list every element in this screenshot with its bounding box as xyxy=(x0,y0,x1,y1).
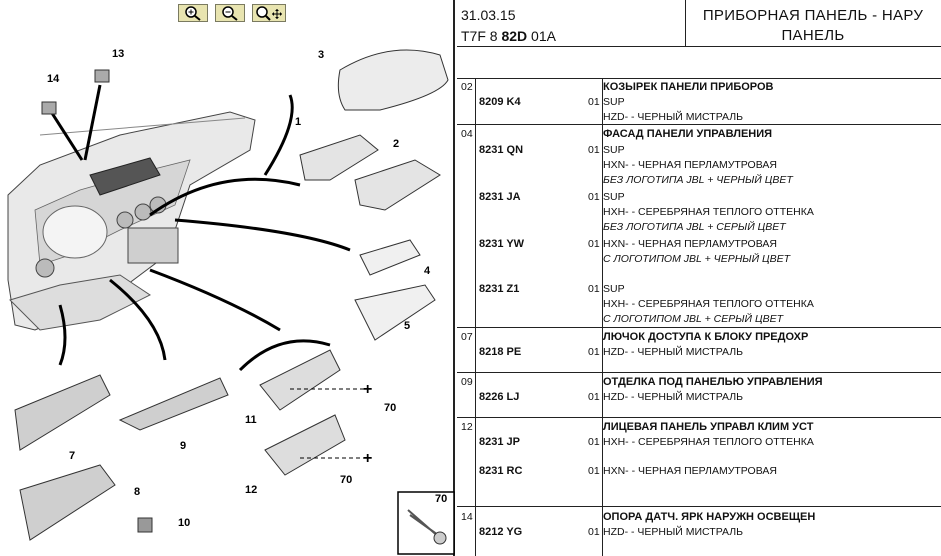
part-qty: 01 xyxy=(588,238,600,250)
part-number[interactable]: 8231 YW xyxy=(479,238,525,250)
parts-list-panel: 31.03.15 T7F 8 82D 01A ПРИБОРНАЯ ПАНЕЛЬ … xyxy=(457,0,941,556)
part-desc: HXH- - СЕРЕБРЯНАЯ ТЕПЛОГО ОТТЕНКА xyxy=(603,206,814,218)
part-desc: HXN- - ЧЕРНАЯ ПЕРЛАМУТРОВАЯ xyxy=(603,238,777,250)
callout-12: 12 xyxy=(245,484,258,496)
part-qty: 01 xyxy=(588,191,600,203)
row-index: 14 xyxy=(461,511,473,523)
part-number[interactable]: 8231 RC xyxy=(479,465,523,477)
part-qty: 01 xyxy=(588,526,600,538)
callout-70-b: 70 xyxy=(340,474,353,486)
callout-14: 14 xyxy=(47,73,60,85)
part-number[interactable]: 8209 K4 xyxy=(479,96,521,108)
header-code: T7F 8 82D 01A xyxy=(461,28,556,44)
callout-7: 7 xyxy=(69,450,76,462)
part-number[interactable]: 8231 JP xyxy=(479,436,520,448)
part-desc: HZD- - ЧЕРНЫЙ МИСТРАЛЬ xyxy=(603,526,744,538)
part-number[interactable]: 8231 JA xyxy=(479,191,521,203)
row-title: ЛИЦЕВАЯ ПАНЕЛЬ УПРАВЛ КЛИМ УСТ xyxy=(603,421,814,433)
callout-9: 9 xyxy=(180,440,187,452)
zoom-out-icon xyxy=(222,6,238,21)
row-title: ОПОРА ДАТЧ. ЯРК НАРУЖН ОСВЕЩЕН xyxy=(603,511,816,523)
part-desc: HXH- - СЕРЕБРЯНАЯ ТЕПЛОГО ОТТЕНКА xyxy=(603,436,814,448)
callout-8: 8 xyxy=(134,486,141,498)
row-index: 04 xyxy=(461,128,473,140)
part-desc: С ЛОГОТИПОМ JBL + СЕРЫЙ ЦВЕТ xyxy=(603,313,784,325)
part-desc: HXH- - СЕРЕБРЯНАЯ ТЕПЛОГО ОТТЕНКА xyxy=(603,298,814,310)
part-desc: HZD- - ЧЕРНЫЙ МИСТРАЛЬ xyxy=(603,346,744,358)
part-desc: БЕЗ ЛОГОТИПА JBL + ЧЕРНЫЙ ЦВЕТ xyxy=(603,174,793,186)
part-desc: БЕЗ ЛОГОТИПА JBL + СЕРЫЙ ЦВЕТ xyxy=(603,221,786,233)
part-desc: С ЛОГОТИПОМ JBL + ЧЕРНЫЙ ЦВЕТ xyxy=(603,253,791,265)
diagram-panel: + + 3 1 2 4 5 7 8 9 10 11 12 13 14 70 70… xyxy=(0,0,455,556)
pan-zoom-button[interactable] xyxy=(252,4,286,22)
exploded-parts-diagram: + + xyxy=(7,49,455,555)
row-title: КОЗЫРЕК ПАНЕЛИ ПРИБОРОВ xyxy=(603,81,774,93)
part-number[interactable]: 8212 YG xyxy=(479,526,523,538)
callout-1: 1 xyxy=(295,116,302,128)
row-title: ОТДЕЛКА ПОД ПАНЕЛЬЮ УПРАВЛЕНИЯ xyxy=(603,376,823,388)
part-number[interactable]: 8218 PE xyxy=(479,346,522,358)
row-title: ФАСАД ПАНЕЛИ УПРАВЛЕНИЯ xyxy=(603,128,773,140)
part-desc: HXN- - ЧЕРНАЯ ПЕРЛАМУТРОВАЯ xyxy=(603,465,777,477)
callout-70-a: 70 xyxy=(384,402,397,414)
row-index: 07 xyxy=(461,331,473,343)
zoom-in-button[interactable] xyxy=(178,4,208,22)
part-desc: SUP xyxy=(603,191,625,203)
part-qty: 01 xyxy=(588,283,600,295)
part-number[interactable]: 8226 LJ xyxy=(479,391,520,403)
callout-3: 3 xyxy=(318,49,325,61)
part-qty: 01 xyxy=(588,144,600,156)
part-qty: 01 xyxy=(588,346,600,358)
svg-text:+: + xyxy=(363,450,372,467)
callout-4: 4 xyxy=(424,265,431,277)
zoom-out-button[interactable] xyxy=(215,4,245,22)
row-index: 02 xyxy=(461,81,473,93)
part-desc: HXN- - ЧЕРНАЯ ПЕРЛАМУТРОВАЯ xyxy=(603,159,777,171)
row-title: ЛЮЧОК ДОСТУПА К БЛОКУ ПРЕДОХР xyxy=(603,331,809,343)
callout-2: 2 xyxy=(393,138,400,150)
part-qty: 01 xyxy=(588,96,600,108)
part-number[interactable]: 8231 Z1 xyxy=(479,283,520,295)
callout-5: 5 xyxy=(404,320,411,332)
callout-13: 13 xyxy=(112,48,125,60)
part-qty: 01 xyxy=(588,465,600,477)
callout-10: 10 xyxy=(178,517,191,529)
part-desc: SUP xyxy=(603,283,625,295)
svg-text:+: + xyxy=(363,381,372,398)
part-desc: SUP xyxy=(603,96,625,108)
row-index: 09 xyxy=(461,376,473,388)
part-number[interactable]: 8231 QN xyxy=(479,144,524,156)
part-qty: 01 xyxy=(588,436,600,448)
zoom-in-icon xyxy=(185,6,201,21)
part-desc: HZD- - ЧЕРНЫЙ МИСТРАЛЬ xyxy=(603,111,744,123)
part-desc: SUP xyxy=(603,144,625,156)
inset-label: 70 xyxy=(435,493,448,505)
part-qty: 01 xyxy=(588,391,600,403)
callout-11: 11 xyxy=(245,414,257,426)
header-date: 31.03.15 xyxy=(461,7,516,23)
part-desc: HZD- - ЧЕРНЫЙ МИСТРАЛЬ xyxy=(603,391,744,403)
pan-zoom-icon xyxy=(256,6,282,21)
row-index: 12 xyxy=(461,421,473,433)
